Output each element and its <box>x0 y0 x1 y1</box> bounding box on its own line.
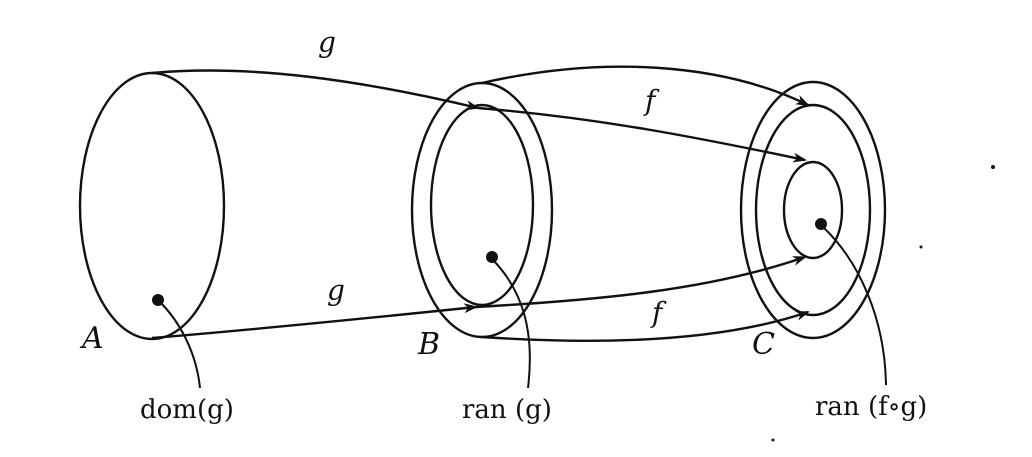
ran-fog-leader <box>822 226 887 386</box>
scan-speck <box>919 245 923 249</box>
set-b-label: B <box>417 327 440 362</box>
set-c-ran-fog-ellipse <box>782 160 844 260</box>
dom-g-leader <box>159 301 201 389</box>
map-g-bottom-arrow <box>151 303 478 340</box>
map-f-inner-top-arrow <box>477 106 807 163</box>
scan-speck <box>771 438 775 442</box>
set-c-outer-ellipse <box>739 80 887 340</box>
set-c-label: C <box>752 327 775 362</box>
map-g-top-arrow <box>151 69 480 111</box>
map-g-top-label: g <box>318 26 336 59</box>
set-a-dom-g-ellipse <box>78 71 226 341</box>
scan-speck <box>991 165 995 169</box>
ran-g-leader <box>492 259 531 389</box>
set-b-ran-g-ellipse <box>429 103 535 307</box>
set-c-ran-f-ellipse <box>754 103 872 317</box>
map-g-bottom-label: g <box>327 274 345 307</box>
map-f-inner-bottom-arrow <box>475 255 807 309</box>
map-f-top-label: f <box>643 84 660 117</box>
ran-g-label: ran (g) <box>462 395 552 425</box>
map-f-bottom-label: f <box>650 296 667 329</box>
map-f-outer-top-arrow <box>481 65 810 107</box>
ran-g-pointer-dot <box>486 251 498 263</box>
set-b-outer-ellipse <box>410 81 554 339</box>
dom-g-label: dom(g) <box>140 395 234 425</box>
ran-fog-label: ran (f∘g) <box>815 392 927 422</box>
set-a-label: A <box>79 321 104 356</box>
